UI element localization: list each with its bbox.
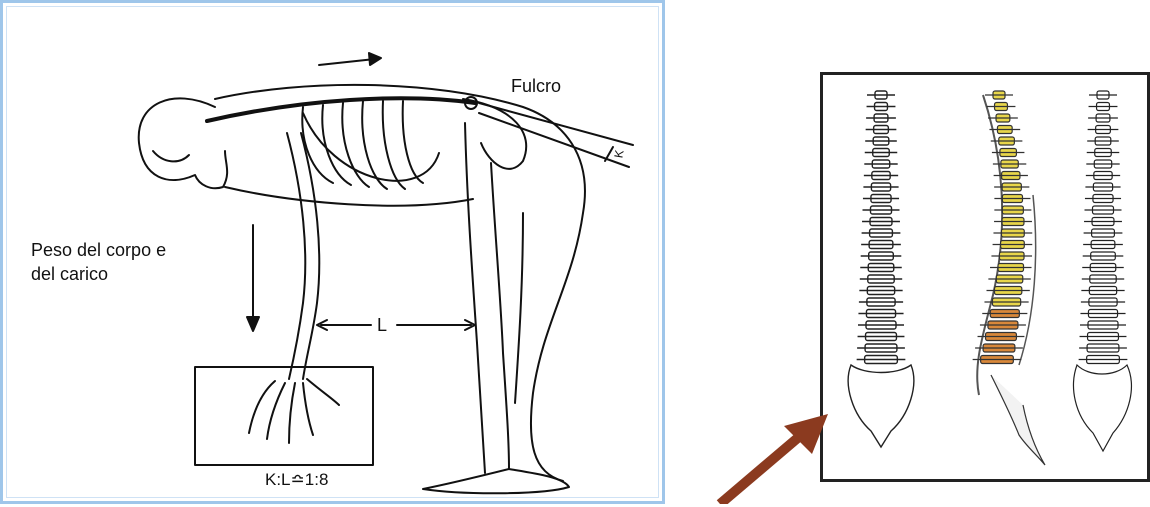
connector-arrow bbox=[0, 0, 1150, 504]
